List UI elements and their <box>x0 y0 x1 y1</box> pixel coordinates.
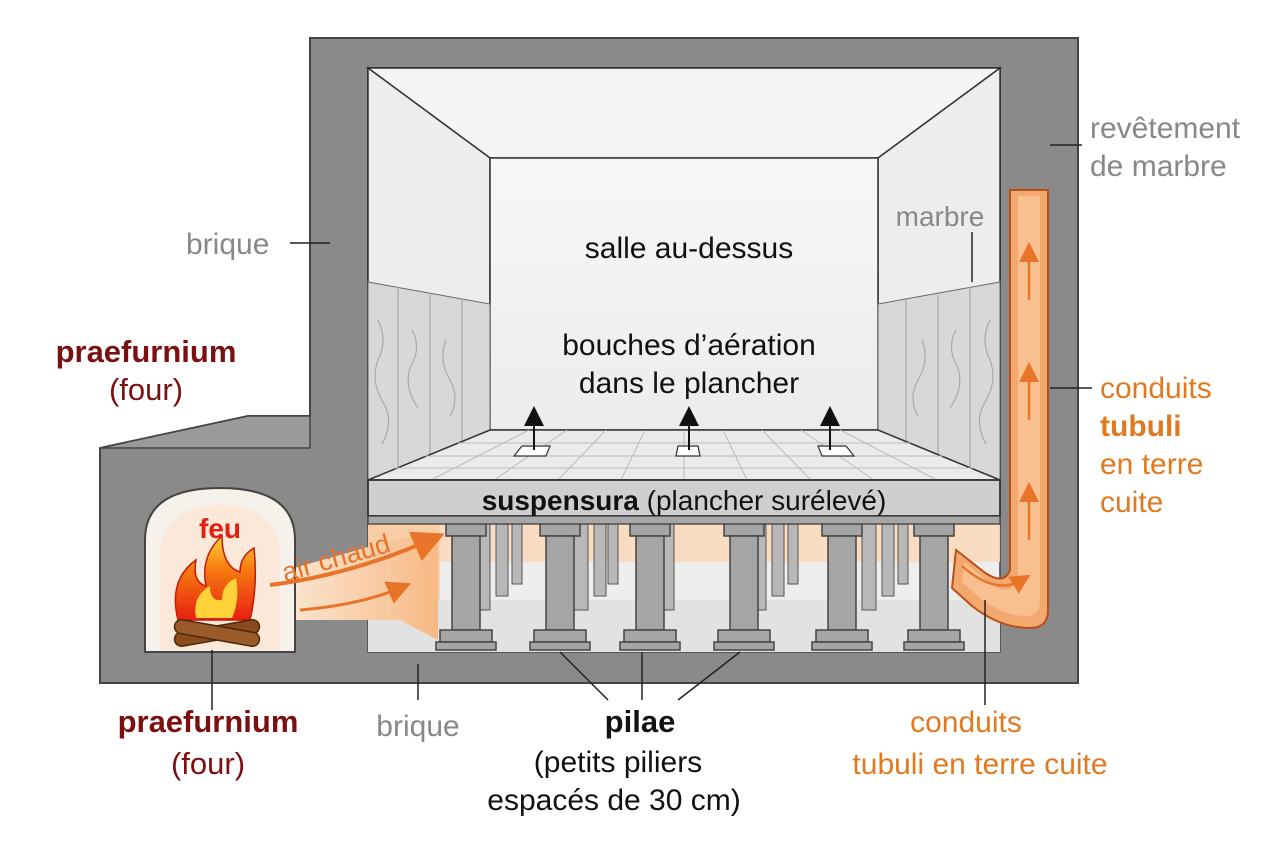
suspensura-slab <box>367 479 1001 525</box>
suspensura-label-rest: (plancher surélevé) <box>639 485 886 516</box>
marble-cladding-line1: revêtement <box>1090 112 1241 145</box>
vent-left <box>512 445 551 457</box>
vent-right <box>817 445 856 457</box>
fire-icon <box>173 534 261 648</box>
tubuli-right-line4: cuite <box>1100 486 1163 519</box>
suspensura-label: suspensura (plancher surélevé) <box>482 485 887 516</box>
marble-label: marbre <box>896 201 985 232</box>
pila-3 <box>619 521 681 651</box>
praefurnium <box>144 486 445 653</box>
praefurnium-top-line1: praefurnium <box>56 334 237 369</box>
praefurnium-bottom-line2: (four) <box>171 746 245 781</box>
pila-1 <box>435 521 497 651</box>
pila-6 <box>903 521 965 651</box>
praefurnium-top-line2: (four) <box>109 372 183 407</box>
pilae-front-row <box>435 521 965 651</box>
tubuli-right-line2: tubuli <box>1100 410 1182 443</box>
floor-vents <box>512 406 856 457</box>
pila-4 <box>713 521 775 651</box>
tubuli-bottom-line1: conduits <box>910 706 1022 739</box>
pilae-label-line2: (petits piliers <box>534 746 702 779</box>
room-back-wall <box>489 157 879 431</box>
brick-label-bottom: brique <box>376 710 459 743</box>
flue-arrow-bend <box>961 565 1031 594</box>
marble-veins <box>374 287 994 468</box>
leader-pilae-1 <box>559 651 609 701</box>
room-label: salle au-dessus <box>585 232 793 265</box>
tubuli-right-line3: en terre <box>1100 448 1203 481</box>
tubuli-bottom-line2: tubuli en terre cuite <box>852 748 1107 781</box>
vent-center <box>675 445 701 457</box>
room <box>365 66 1003 482</box>
pilae-label-line3: espacés de 30 cm) <box>487 784 740 817</box>
hot-air-channel <box>294 536 438 640</box>
marble-cladding-line2: de marbre <box>1090 150 1227 183</box>
text-labels: salle au-dessus bouches d’aération dans … <box>56 112 1241 817</box>
vents-label-line2: dans le plancher <box>579 367 799 400</box>
oven-top-bevel <box>99 415 311 449</box>
tubuli-flue <box>950 189 1049 630</box>
tubuli-right-line1: conduits <box>1100 372 1212 405</box>
praefurnium-bottom-line1: praefurnium <box>118 704 299 739</box>
pila-5 <box>811 521 873 651</box>
hot-air-arrow-upper <box>269 531 445 587</box>
hot-air-arrow-lower <box>299 581 412 612</box>
leader-lines <box>211 144 1092 710</box>
brick-label-left: brique <box>186 228 269 261</box>
fire-label: feu <box>199 513 241 544</box>
suspensura-label-bold: suspensura <box>482 485 640 516</box>
pilae-label-bold: pilae <box>605 704 676 739</box>
leader-pilae-3 <box>677 651 741 701</box>
vents-label-line1: bouches d’aération <box>562 329 816 362</box>
flue-pipe-inner <box>962 196 1040 616</box>
